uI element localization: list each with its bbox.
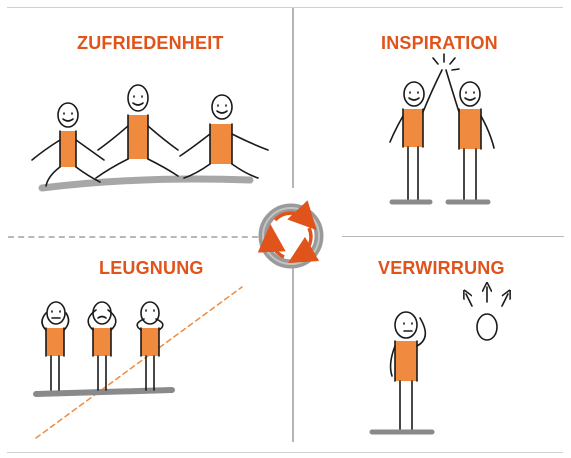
hands-over-mouth-figure-icon <box>136 301 164 391</box>
satisfied-group-illustration <box>31 84 269 192</box>
horizontal-divider-left <box>8 236 258 238</box>
confusion-illustration <box>369 287 508 435</box>
vertical-divider-top <box>292 8 294 188</box>
diagram-frame <box>7 7 563 453</box>
title-verwirrung: VERWIRRUNG <box>378 258 505 278</box>
hands-over-eyes-figure-icon <box>87 301 117 391</box>
title-leugnung: LEUGNUNG <box>99 258 204 278</box>
high-five-figure-icon <box>445 69 495 200</box>
hands-over-ears-figure-icon <box>41 301 70 391</box>
cycle-arrows-icon <box>257 200 324 269</box>
vertical-divider-bottom <box>292 262 294 442</box>
smiling-figure-icon <box>31 102 105 187</box>
idea-bubble-icon <box>466 287 508 341</box>
smiling-figure-icon <box>179 94 269 179</box>
smiling-figure-icon <box>95 84 179 179</box>
title-zufriedenheit: ZUFRIEDENHEIT <box>77 33 224 53</box>
title-inspiration: INSPIRATION <box>381 33 498 53</box>
head-scratching-figure-icon <box>389 311 427 430</box>
high-five-illustration <box>389 53 495 205</box>
horizontal-divider-right <box>342 236 564 237</box>
high-five-figure-icon <box>389 69 443 200</box>
denial-illustration <box>33 286 243 439</box>
